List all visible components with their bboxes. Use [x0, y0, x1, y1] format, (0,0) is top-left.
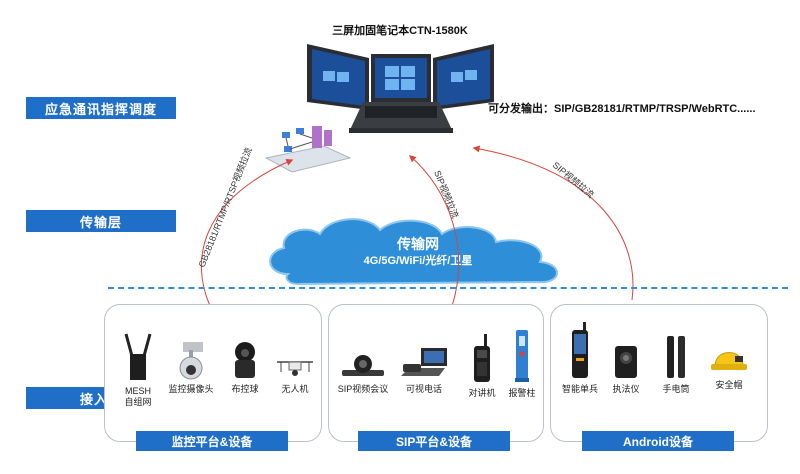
- device-label: 安全帽: [715, 380, 743, 390]
- command-network-icon: [264, 126, 352, 173]
- device-label: 对讲机: [468, 388, 496, 398]
- device-mesh: MESH 自组网: [116, 330, 160, 408]
- device-law-recorder: 执法仪: [606, 344, 646, 395]
- transport-network-subtitle: 4G/5G/WiFi/光纤/卫星: [363, 255, 473, 267]
- device-safety-helmet: 安全帽: [706, 340, 752, 391]
- group-label-android: Android设备: [582, 431, 734, 451]
- alarm-post-icon: [515, 330, 529, 382]
- device-smart-soldier: 智能单兵: [558, 320, 602, 395]
- device-label: 智能单兵: [561, 384, 598, 394]
- transport-network-title: 传输网: [397, 236, 439, 252]
- video-conference-camera-icon: [342, 355, 384, 376]
- mesh-radio-icon: [124, 333, 152, 380]
- device-dome-ball: 布控球: [222, 340, 268, 395]
- flashlight-icon: [667, 336, 685, 378]
- device-label: SIP视频会议: [337, 384, 389, 394]
- layer-label-command: 应急通讯指挥调度: [26, 97, 176, 119]
- safety-helmet-icon: [711, 352, 747, 370]
- layer-label-transport: 传输层: [26, 210, 176, 232]
- dome-camera-icon: [179, 342, 203, 380]
- device-label: 手电筒: [662, 384, 690, 394]
- device-label: 监控摄像头: [168, 384, 214, 394]
- drone-icon: [277, 361, 313, 376]
- output-protocols-note: 可分发输出：SIP/GB28181/RTMP/TRSP/WebRTC......: [488, 103, 756, 115]
- device-label: 执法仪: [612, 384, 640, 394]
- tri-screen-laptop-image: [307, 44, 494, 133]
- device-sip-conference: SIP视频会议: [334, 352, 392, 395]
- device-label: 报警柱: [508, 388, 536, 398]
- arrow-left-label: GB28181/RTMP/RTSP视频拉流: [196, 146, 254, 269]
- group-label-monitor: 监控平台&设备: [136, 431, 288, 451]
- device-video-phone: 可视电话: [396, 346, 452, 395]
- device-walkie-talkie: 对讲机: [462, 332, 502, 399]
- device-camera: 监控摄像头: [166, 340, 216, 395]
- group-label-sip: SIP平台&设备: [358, 431, 510, 451]
- device-label: 无人机: [281, 384, 309, 394]
- smart-handset-icon: [572, 322, 588, 378]
- deploy-ball-camera-icon: [235, 342, 255, 378]
- arrow-right-label: SIP视频拉流: [551, 159, 597, 200]
- device-label: 布控球: [231, 384, 259, 394]
- device-label: 可视电话: [405, 384, 442, 394]
- device-flashlight: 手电筒: [656, 334, 696, 395]
- device-alarm-post: 报警柱: [504, 328, 540, 399]
- walkie-talkie-icon: [474, 334, 490, 382]
- layer-divider: [108, 287, 788, 289]
- video-phone-icon: [401, 348, 447, 376]
- device-label: MESH 自组网: [124, 386, 152, 407]
- device-drone: 无人机: [272, 356, 318, 395]
- body-camera-icon: [615, 346, 637, 378]
- device-title: 三屏加固笔记本CTN-1580K: [332, 25, 468, 37]
